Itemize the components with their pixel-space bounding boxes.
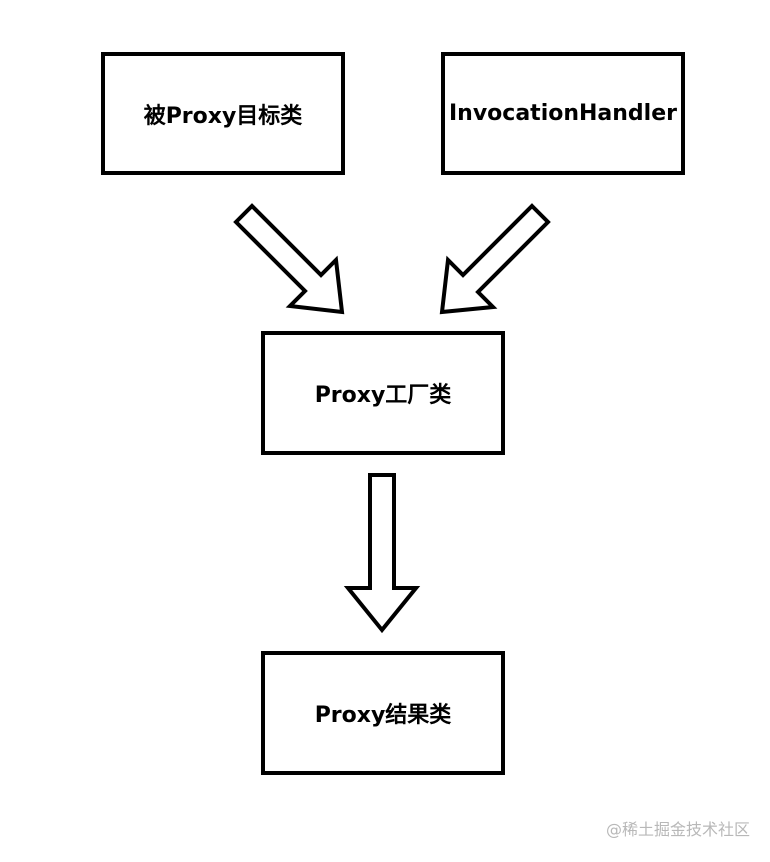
node-label-factory: Proxy工厂类 (314, 383, 452, 408)
node-label-handler: InvocationHandler (448, 101, 677, 126)
node-proxy-target-class: 被Proxy目标类 (101, 52, 345, 175)
node-label-result: Proxy结果类 (314, 703, 452, 728)
node-proxy-factory-class: Proxy工厂类 (261, 331, 505, 455)
arrow-factory-to-result (343, 473, 421, 634)
watermark-text: @稀土掘金技术社区 (605, 820, 750, 839)
arrow-target-to-factory (233, 203, 345, 315)
arrow-handler-to-factory (439, 203, 551, 315)
node-invocation-handler: InvocationHandler (441, 52, 685, 175)
node-label-target: 被Proxy目标类 (143, 103, 303, 129)
node-proxy-result-class: Proxy结果类 (261, 651, 505, 775)
